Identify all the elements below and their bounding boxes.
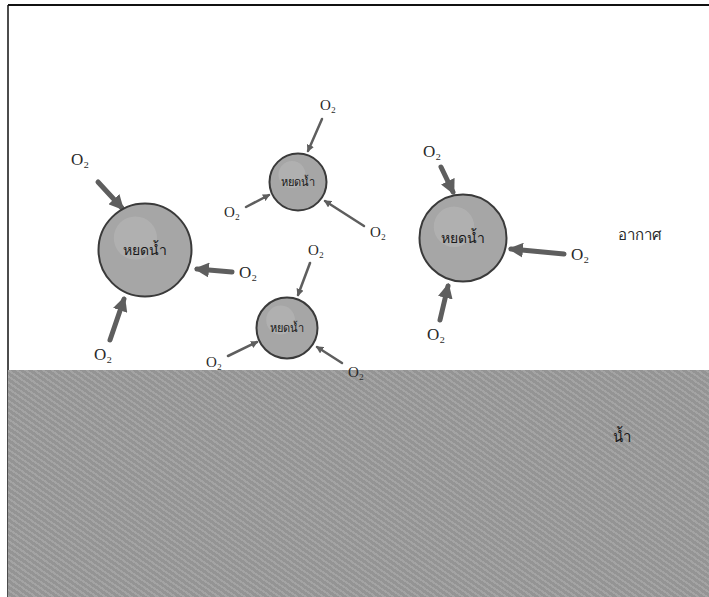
droplet-circle: [420, 195, 507, 282]
oxygen-arrow: [440, 286, 448, 320]
oxygen-label: O₂: [423, 142, 441, 162]
water-droplet: หยดน้ำ: [97, 202, 193, 298]
oxygen-label: O₂: [206, 354, 222, 371]
oxygen-arrow: [511, 249, 564, 254]
droplet-circle: [270, 154, 327, 211]
oxygen-label: O₂: [224, 204, 240, 221]
oxygen-arrow: [325, 201, 364, 226]
oxygen-label: O₂: [71, 150, 89, 170]
oxygen-arrow: [317, 347, 342, 363]
node-text: หยดน้ำ: [123, 239, 167, 261]
water-droplet: หยดน้ำ: [418, 193, 508, 283]
droplet-circle: [257, 298, 318, 359]
frame-line: [8, 4, 709, 6]
oxygen-arrow: [110, 299, 124, 340]
oxygen-label: O₂: [427, 325, 445, 345]
node-text: หยดน้ำ: [270, 319, 304, 337]
node-text: หยดน้ำ: [281, 173, 315, 191]
oxygen-arrow: [98, 182, 122, 208]
oxygen-arrow: [246, 195, 269, 207]
oxygen-label: O₂: [320, 97, 336, 114]
water-droplet: หยดน้ำ: [255, 296, 319, 360]
node-text: หยดน้ำ: [441, 227, 485, 249]
oxygen-label: O₂: [239, 263, 257, 283]
oxygen-label: O₂: [94, 345, 112, 365]
oxygen-label: O₂: [308, 242, 324, 259]
water-droplet: หยดน้ำ: [268, 152, 328, 212]
oxygen-label: O₂: [348, 364, 364, 381]
region-label: อากาศ: [618, 223, 662, 247]
oxygen-arrow: [308, 119, 322, 151]
oxygen-label: O₂: [571, 245, 589, 265]
water-band: น้ำ: [8, 370, 709, 597]
oxygen-arrow: [197, 269, 232, 272]
droplet-circle: [99, 204, 192, 297]
oxygen-label: O₂: [370, 224, 386, 241]
oxygen-arrow: [298, 263, 310, 295]
oxygen-arrow: [228, 342, 257, 356]
oxygen-arrow: [441, 167, 453, 192]
node-text: น้ำ: [613, 425, 631, 449]
